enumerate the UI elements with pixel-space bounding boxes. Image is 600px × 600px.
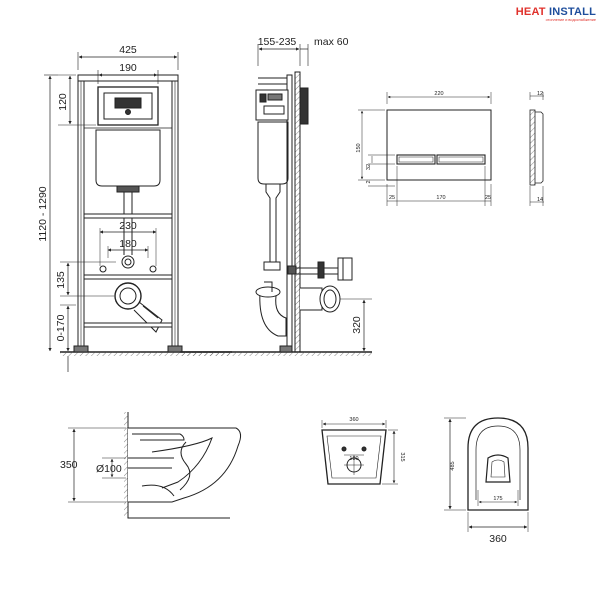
- button-height-label: 32: [366, 164, 372, 170]
- wall-gap-label: max 60: [314, 36, 349, 48]
- bowl-top-view: [444, 417, 529, 532]
- frame-height-label: 1120 - 1290: [37, 186, 49, 241]
- bowl-back-view: [321, 420, 398, 485]
- bowl-height-label: 350: [60, 459, 78, 471]
- plate-depth-label: 14: [537, 197, 543, 203]
- button-spacing-label: 170: [436, 195, 445, 201]
- brand-logo: HEAT INSTALL отопление и водоснабжение: [516, 6, 596, 22]
- margin-left-label: 25: [389, 195, 395, 201]
- back-width-label: 360: [349, 417, 358, 423]
- bolt-spacing-inner-label: 180: [119, 238, 137, 250]
- brand-tagline: отопление и водоснабжение: [545, 18, 596, 22]
- seat-width-label: 175: [493, 496, 502, 502]
- bowl-side-view: [68, 412, 242, 519]
- side-depth-label: 155-235: [258, 36, 297, 48]
- flush-plate-front-view: [358, 92, 492, 206]
- back-height-label: 315: [399, 452, 405, 461]
- bowl-width-label: 360: [489, 533, 507, 545]
- drain-axis-label: 320: [351, 316, 363, 334]
- plate-height-label: 150: [356, 143, 362, 152]
- margin-right-label: 25: [485, 195, 491, 201]
- foot-adjust-label: 0-170: [55, 314, 67, 341]
- back-bolt-spacing-label: 180: [349, 456, 358, 462]
- plate-width-label: 220: [434, 91, 443, 97]
- button-gap-label: 2: [366, 180, 372, 183]
- bolt-spacing-outer-label: 230: [119, 220, 137, 232]
- plate-thickness-label: 12: [537, 91, 543, 97]
- top-offset-label: 120: [57, 93, 69, 111]
- brand-name: HEAT INSTALL: [515, 6, 596, 18]
- bowl-length-label: 485: [450, 461, 456, 470]
- pipe-diameter-label: Ø100: [96, 463, 122, 475]
- panel-width-label: 190: [119, 62, 137, 74]
- frame-front-view: [44, 52, 232, 372]
- frame-side-view: [180, 44, 372, 356]
- frame-width-label: 425: [119, 44, 137, 56]
- flush-plate-side-view: [529, 92, 544, 206]
- drain-height-label: 135: [55, 271, 67, 289]
